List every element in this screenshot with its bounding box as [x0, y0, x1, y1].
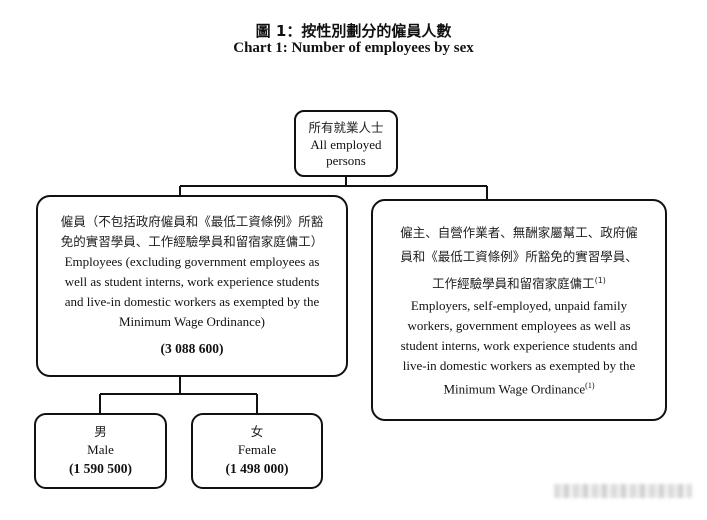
employees-label-en-1: Employees (excluding government employee… [64, 254, 320, 269]
root-label-en-2: persons [326, 152, 366, 168]
male-label-zh: 男 [94, 424, 107, 439]
female-label-zh: 女 [250, 424, 264, 439]
blurred-watermark [554, 484, 692, 498]
others-label-zh-3-wrap: 工作經驗學員和留宿家庭傭工(1) [432, 269, 606, 296]
female-label-en: Female [237, 442, 277, 457]
others-footnote-zh: (1) [594, 275, 606, 285]
others-label-en-4: live-in domestic workers as exempted by … [402, 357, 636, 373]
node-female: 女 Female (1 498 000) [191, 413, 323, 489]
employees-count: (3 088 600) [160, 341, 224, 356]
employees-label-en-3: and live-in domestic workers as exempted… [64, 294, 320, 309]
employees-label-en-2: well as student interns, work experience… [64, 274, 320, 289]
chart-title-zh: 圖 1：按性別劃分的僱員人數 [255, 22, 452, 40]
others-label-en-1: Employers, self-employed, unpaid family [410, 297, 628, 313]
others-label-zh-1: 僱主、自營作業者、無酬家屬幫工、政府僱 [400, 224, 638, 240]
others-label-en-3: student interns, work experience student… [400, 337, 638, 353]
node-all-employed: 所有就業人士 All employed persons [294, 110, 398, 177]
others-footnote-en: (1) [585, 380, 595, 390]
node-others: 僱主、自營作業者、無酬家屬幫工、政府僱 員和《最低工資條例》所豁免的實習學員、 … [371, 199, 667, 421]
employees-label-zh-2: 免的實習學員、工作經驗學員和留宿家庭傭工） [60, 234, 324, 249]
chart-title-en: Chart 1: Number of employees by sex [233, 40, 474, 56]
male-label-en: Male [87, 442, 114, 457]
employees-label-en-4: Minimum Wage Ordinance) [118, 314, 265, 329]
others-label-en-5-wrap: Minimum Wage Ordinance(1) [443, 376, 594, 399]
male-count: (1 590 500) [69, 461, 132, 476]
root-label-en-1: All employed [310, 136, 382, 152]
others-label-zh-3: 工作經驗學員和留宿家庭傭工 [432, 275, 595, 291]
root-label-zh: 所有就業人士 [308, 119, 384, 135]
others-label-zh-2: 員和《最低工資條例》所豁免的實習學員、 [400, 248, 638, 264]
female-count: (1 498 000) [225, 461, 289, 476]
node-male: 男 Male (1 590 500) [34, 413, 167, 489]
others-label-en-5: Minimum Wage Ordinance [443, 381, 586, 397]
employees-label-zh-1: 僱員（不包括政府僱員和《最低工資條例》所豁 [60, 214, 324, 229]
node-employees: 僱員（不包括政府僱員和《最低工資條例》所豁 免的實習學員、工作經驗學員和留宿家庭… [36, 195, 348, 377]
others-label-en-2: workers, government employees as well as [407, 317, 631, 333]
